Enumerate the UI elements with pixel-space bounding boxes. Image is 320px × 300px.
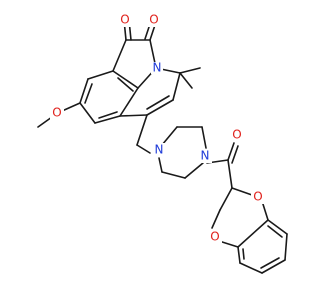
bond <box>260 257 280 269</box>
bond <box>227 142 235 161</box>
bond <box>79 78 89 104</box>
bond <box>239 262 263 274</box>
bond <box>79 102 96 124</box>
bond <box>267 219 288 235</box>
bond <box>261 200 269 221</box>
bond <box>172 72 181 101</box>
bond <box>112 70 139 89</box>
bond <box>219 187 233 211</box>
bond <box>237 246 241 264</box>
chemical-structure-diagram: O O N O N N O O O <box>37 13 288 274</box>
bond <box>98 111 118 119</box>
bond <box>37 116 53 128</box>
bond <box>242 248 245 260</box>
carbonyl-oxygen-right: O <box>149 13 158 27</box>
bond <box>231 145 239 164</box>
bond <box>179 72 193 89</box>
bond <box>267 225 283 238</box>
bond <box>158 157 163 173</box>
amide-oxygen: O <box>232 128 241 142</box>
bond <box>119 87 139 117</box>
bond <box>146 95 170 110</box>
bond <box>161 126 178 146</box>
dioxane-oxygen-lower: O <box>210 230 219 244</box>
bond <box>227 159 233 189</box>
bond <box>218 240 239 248</box>
bond <box>136 144 151 154</box>
bond <box>231 187 253 196</box>
piperazine-nitrogen-top: N <box>155 143 164 157</box>
ring-nitrogen: N <box>153 61 162 75</box>
bond <box>87 70 114 80</box>
bond <box>261 259 286 274</box>
bond <box>184 162 204 179</box>
atom-labels: O O N O N N O O O <box>50 13 265 244</box>
bond <box>117 77 134 92</box>
methoxy-oxygen: O <box>52 106 61 120</box>
bond <box>94 115 121 124</box>
bond <box>136 114 148 146</box>
bond <box>146 99 174 116</box>
bond-network <box>37 19 288 274</box>
bond <box>112 39 127 72</box>
bond <box>201 126 207 149</box>
bond <box>179 67 201 74</box>
bond <box>237 219 269 248</box>
bond <box>211 209 221 229</box>
carbonyl-oxygen-left: O <box>120 13 129 27</box>
bond <box>61 102 81 112</box>
bond <box>161 171 186 179</box>
bond <box>284 233 288 261</box>
bond <box>119 114 148 117</box>
piperazine-nitrogen-bottom: N <box>201 149 210 163</box>
bond <box>84 83 93 104</box>
dioxane-oxygen-upper: O <box>253 190 262 204</box>
